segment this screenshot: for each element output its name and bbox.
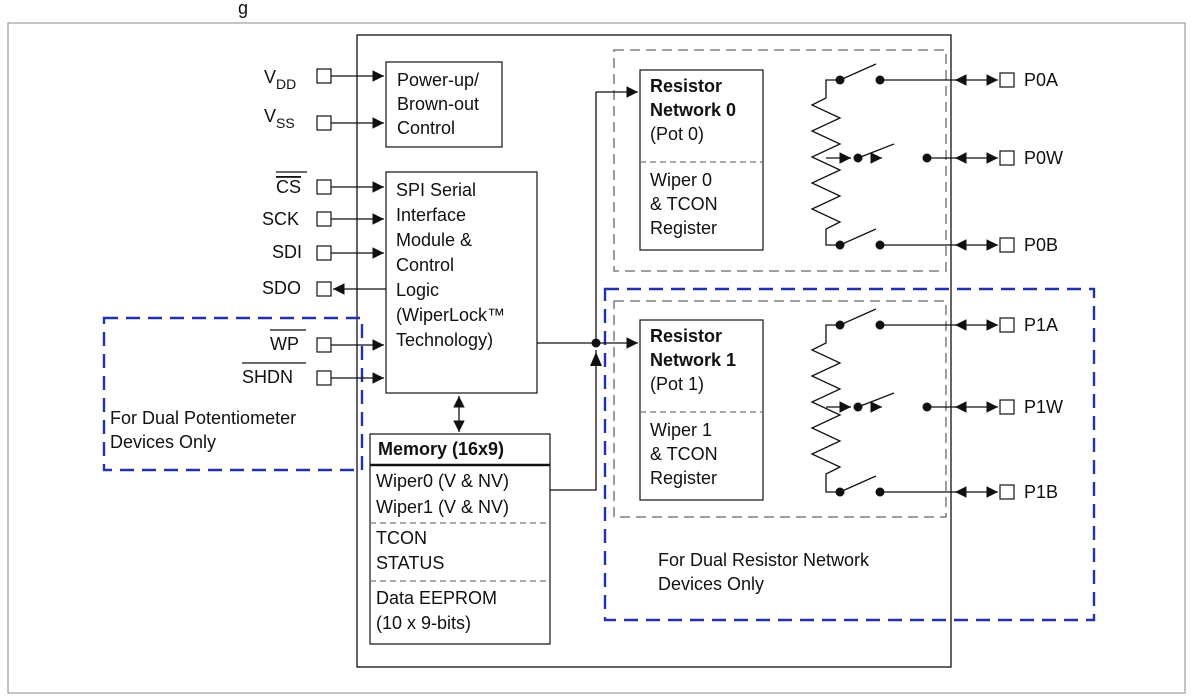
rn0-title-2: Network 0 [650, 100, 736, 120]
pin-wp: WP [270, 329, 332, 354]
memory-wiper1: Wiper1 (V & NV) [376, 497, 509, 517]
pin-sdo-label: SDO [262, 278, 301, 298]
resistor-network-1: Resistor Network 1 (Pot 1) Wiper 1 & TCO… [639, 319, 764, 501]
power-line-3: Control [397, 118, 455, 138]
spi-line-6: (WiperLock™ [396, 305, 505, 325]
spi-line-2: Interface [396, 205, 466, 225]
pin-sck-label: SCK [262, 209, 299, 229]
pot1-resistor-symbol [810, 308, 932, 497]
dual-pot-region [102, 316, 364, 472]
pin-vss: VSS [264, 106, 332, 131]
spi-line-1: SPI Serial [396, 180, 476, 200]
pin-p1b: P1B [999, 482, 1058, 502]
rn0-reg-3: Register [650, 218, 717, 238]
spi-line-4: Control [396, 255, 454, 275]
pin-sdi: SDI [272, 242, 332, 262]
pot0-resistor-symbol [810, 63, 932, 250]
dual-pot-note-1: For Dual Potentiometer [110, 408, 296, 428]
pin-cs-label: CS [276, 177, 301, 197]
power-line-1: Power-up/ [397, 70, 479, 90]
spi-interface-block: SPI Serial Interface Module & Control Lo… [385, 171, 538, 394]
resistor-network-0: Resistor Network 0 (Pot 0) Wiper 0 & TCO… [639, 69, 764, 251]
pin-wp-label: WP [270, 334, 299, 354]
memory-wiper0: Wiper0 (V & NV) [376, 471, 509, 491]
dual-rn-note-1: For Dual Resistor Network [658, 550, 870, 570]
pin-vss-label: VSS [264, 106, 295, 131]
pin-p1b-label: P1B [1024, 482, 1058, 502]
rn1-title-1: Resistor [650, 326, 722, 346]
rn0-title-1: Resistor [650, 76, 722, 96]
pin-p0a-label: P0A [1024, 70, 1058, 90]
pot1-region [613, 300, 947, 518]
power-control-block: Power-up/ Brown-out Control [385, 61, 503, 148]
memory-tcon: TCON [376, 528, 427, 548]
pin-cs: CS [276, 171, 332, 197]
pin-vdd: VDD [264, 67, 332, 92]
figure-frame [7, 22, 1186, 694]
rn1-reg-3: Register [650, 468, 717, 488]
pin-shdn: SHDN [242, 362, 332, 387]
rn0-reg-1: Wiper 0 [650, 170, 712, 190]
power-line-2: Brown-out [397, 94, 479, 114]
dual-rn-note-2: Devices Only [658, 574, 764, 594]
rn0-reg-2: & TCON [650, 194, 718, 214]
rn1-title-2: Network 1 [650, 350, 736, 370]
pin-p1a: P1A [999, 315, 1058, 335]
memory-eeprom: Data EEPROM [376, 588, 497, 608]
memory-block: Memory (16x9) Wiper0 (V & NV) Wiper1 (V … [369, 433, 551, 645]
pin-p0a: P0A [999, 70, 1058, 90]
memory-status: STATUS [376, 553, 444, 573]
rn0-sub: (Pot 0) [650, 124, 704, 144]
rn1-reg-1: Wiper 1 [650, 420, 712, 440]
pin-p0w-label: P0W [1024, 148, 1063, 168]
pin-shdn-label: SHDN [242, 367, 293, 387]
pin-p0b: P0B [999, 235, 1058, 255]
dual-rn-region [603, 287, 1096, 622]
rn1-sub: (Pot 1) [650, 374, 704, 394]
pin-p1w-label: P1W [1024, 397, 1063, 417]
memory-title: Memory (16x9) [378, 439, 504, 459]
pot0-region [613, 49, 947, 272]
memory-eeprom-size: (10 x 9-bits) [376, 613, 471, 633]
pin-p1a-label: P1A [1024, 315, 1058, 335]
pin-vdd-label: VDD [264, 67, 296, 92]
rn1-reg-2: & TCON [650, 444, 718, 464]
spi-line-5: Logic [396, 280, 439, 300]
pin-sdo: SDO [262, 278, 332, 298]
pin-p0w: P0W [999, 148, 1063, 168]
pin-p0b-label: P0B [1024, 235, 1058, 255]
pin-sck: SCK [262, 209, 332, 229]
spi-line-7: Technology) [396, 330, 493, 350]
figure-title-fragment: g [238, 0, 248, 18]
device-outline [356, 34, 952, 668]
pin-sdi-label: SDI [272, 242, 302, 262]
dual-pot-note-2: Devices Only [110, 432, 216, 452]
spi-line-3: Module & [396, 230, 472, 250]
pin-p1w: P1W [999, 397, 1063, 417]
